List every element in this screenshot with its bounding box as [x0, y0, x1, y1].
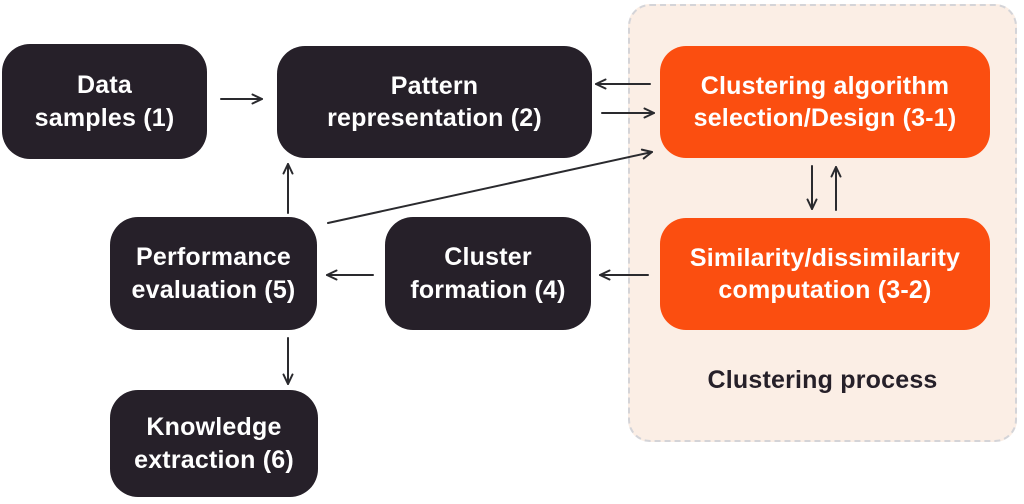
arrow-performance-to-algorithm-diagonal — [327, 148, 653, 224]
clustering-process-label: Clustering process — [707, 366, 938, 394]
node-cluster-formation: Cluster formation (4) — [385, 217, 591, 330]
node-knowledge-extraction: Knowledge extraction (6) — [110, 390, 318, 497]
node-data-samples: Data samples (1) — [2, 44, 207, 159]
node-clustering-algorithm-selection: Clustering algorithm selection/Design (3… — [660, 46, 990, 158]
node-similarity-dissimilarity-computation: Similarity/dissimilarity computation (3-… — [660, 218, 990, 330]
node-performance-evaluation: Performance evaluation (5) — [110, 217, 317, 330]
node-pattern-representation: Pattern representation (2) — [277, 46, 592, 158]
